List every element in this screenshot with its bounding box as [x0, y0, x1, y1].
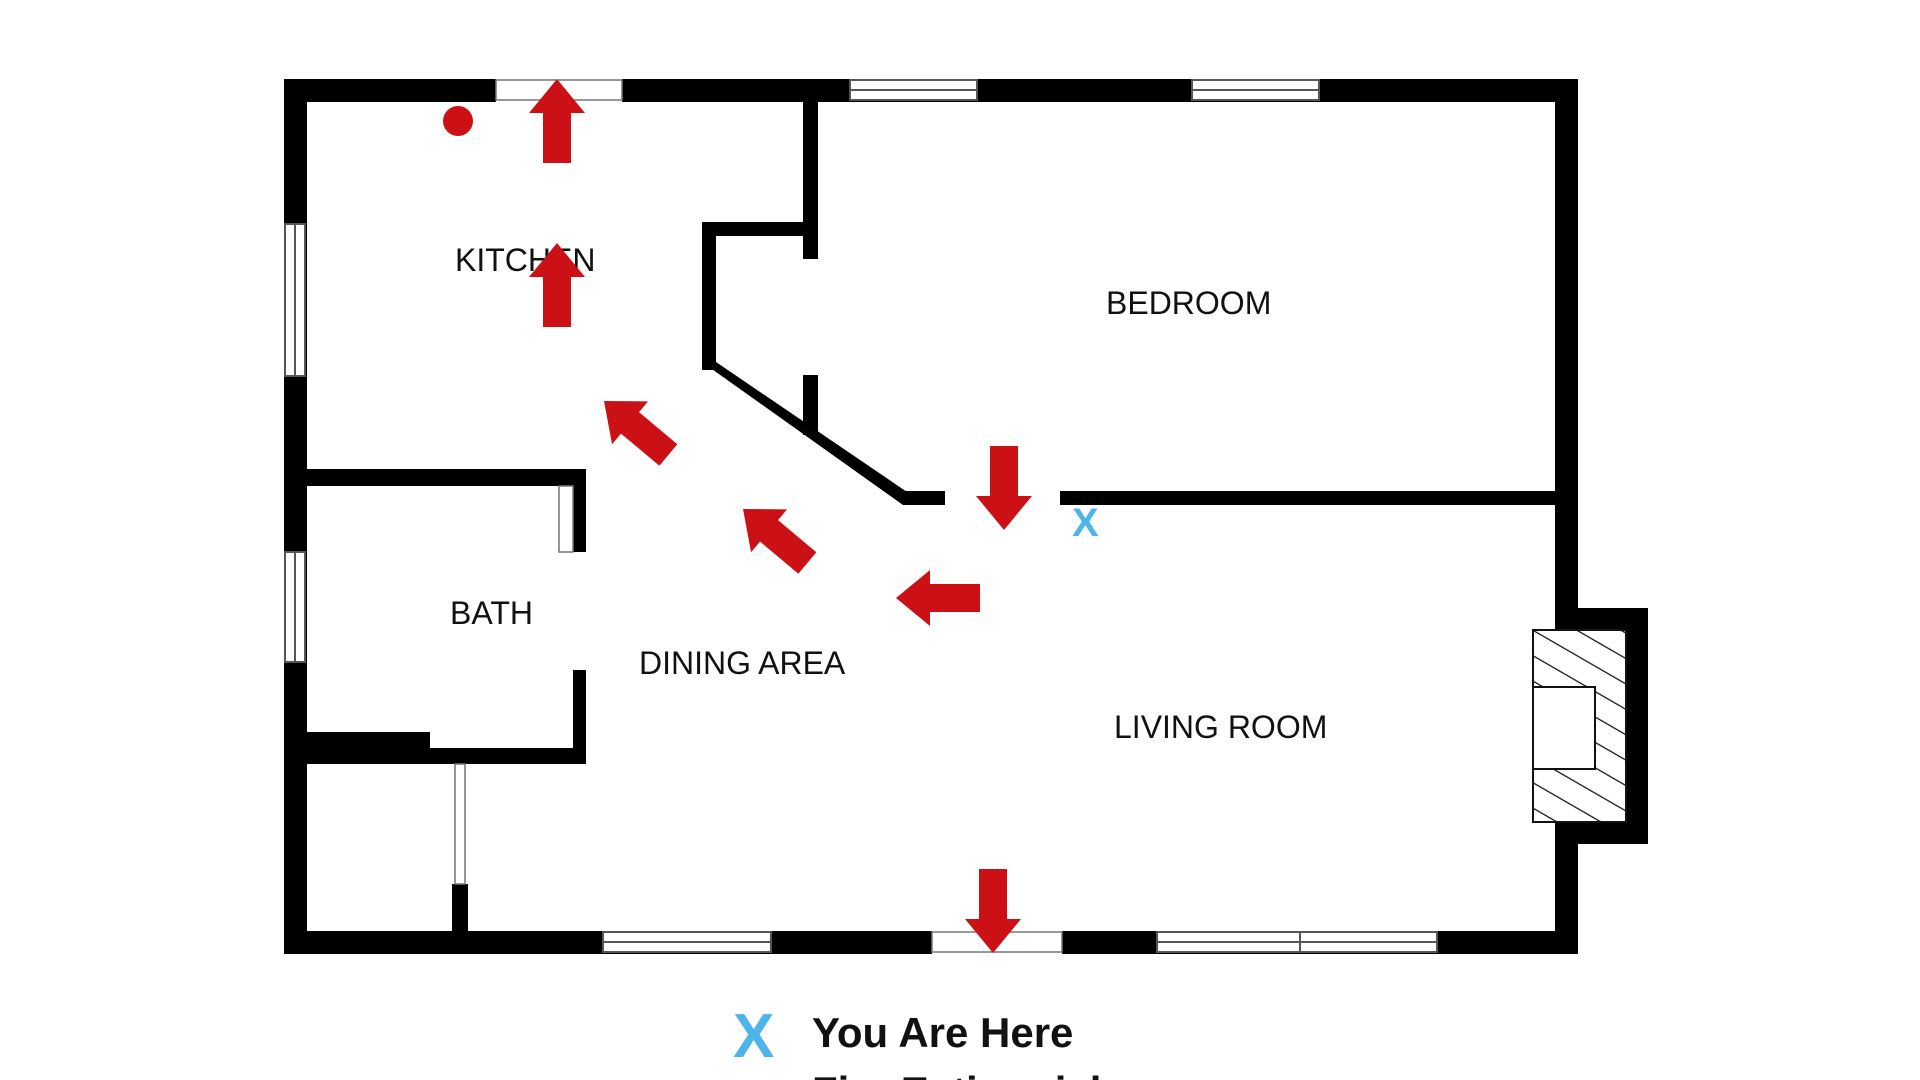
wall-bedroom-living	[1060, 491, 1578, 505]
wall-bath-right-upper	[573, 469, 586, 552]
legend-you-are-here-label: You Are Here	[812, 1009, 1073, 1056]
wall-top-left	[284, 79, 496, 102]
you-are-here-icon: X	[1072, 501, 1099, 545]
wall-closet-left	[702, 222, 716, 370]
room-label-bedroom: BEDROOM	[1106, 285, 1271, 321]
wall-left	[284, 79, 307, 954]
wall-bath-bottom	[284, 748, 586, 764]
closet2-door-frame	[454, 763, 466, 885]
legend: X You Are Here Fire Extinguisher	[733, 1002, 1155, 1080]
wall-kitchen-bedroom-upper	[803, 99, 818, 259]
exit-arrow-icon	[976, 446, 1032, 530]
window-bottom-2	[1156, 931, 1438, 953]
exit-arrow-icon	[725, 487, 826, 585]
exit-arrow-icon	[896, 570, 980, 626]
fireplace-icon	[1532, 629, 1627, 823]
window-top-1	[849, 79, 978, 101]
door-frames	[454, 79, 1063, 953]
wall-closet2	[452, 884, 468, 934]
room-label-bath: BATH	[450, 595, 533, 631]
wall-bath-right-lower	[573, 670, 586, 764]
wall-bump-right	[1626, 608, 1648, 844]
exit-arrow-icon	[586, 379, 687, 477]
wall-right-upper	[1555, 79, 1578, 619]
window-left-1	[284, 223, 306, 377]
wall-kitchen-bedroom-lower	[803, 375, 818, 435]
exit-arrows	[529, 79, 1032, 953]
legend-fire-extinguisher-label: Fire Extinguisher	[812, 1068, 1155, 1080]
room-label-dining: DINING AREA	[639, 645, 846, 681]
wall-bump-top	[1555, 608, 1648, 630]
fire-extinguisher-icon	[443, 106, 473, 136]
bath-door-frame	[558, 485, 574, 553]
window-left-2	[284, 551, 306, 663]
walls	[284, 79, 1648, 954]
legend-you-are-here-icon: X	[733, 1002, 774, 1071]
wall-closet-diagonal	[702, 362, 910, 505]
window-top-2	[1191, 79, 1320, 101]
wall-bath-top	[284, 469, 586, 486]
windows	[284, 79, 1438, 953]
wall-top-right	[622, 79, 1578, 102]
window-bottom-1	[602, 931, 772, 953]
wall-bump-bottom	[1555, 822, 1648, 844]
wall-closet-top	[702, 222, 818, 236]
wall-diagonal-end	[903, 491, 945, 505]
room-label-living: LIVING ROOM	[1114, 709, 1327, 745]
wall-right-lower	[1555, 825, 1578, 954]
